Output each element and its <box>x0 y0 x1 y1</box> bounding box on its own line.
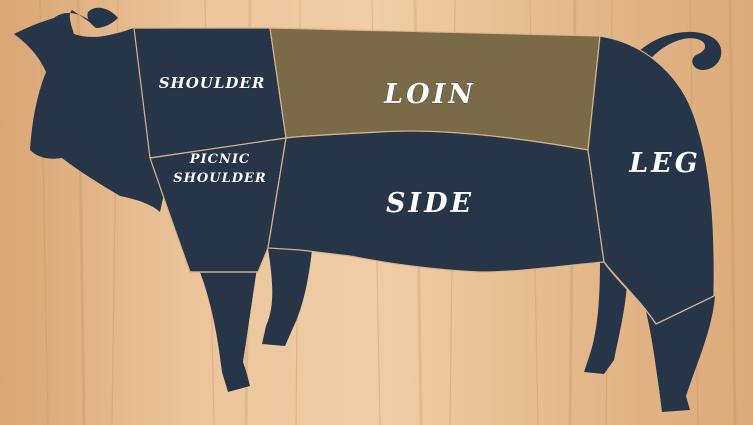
side-label: SIDE <box>386 188 474 219</box>
loin-label: LOIN <box>383 79 476 110</box>
cut-shoulder[interactable] <box>134 28 286 158</box>
leg-label: LEG <box>628 148 701 179</box>
picnic-label-line1: PICNIC <box>189 152 251 167</box>
picnic-label-line2: SHOULDER <box>173 171 266 186</box>
shoulder-label: SHOULDER <box>159 74 266 92</box>
